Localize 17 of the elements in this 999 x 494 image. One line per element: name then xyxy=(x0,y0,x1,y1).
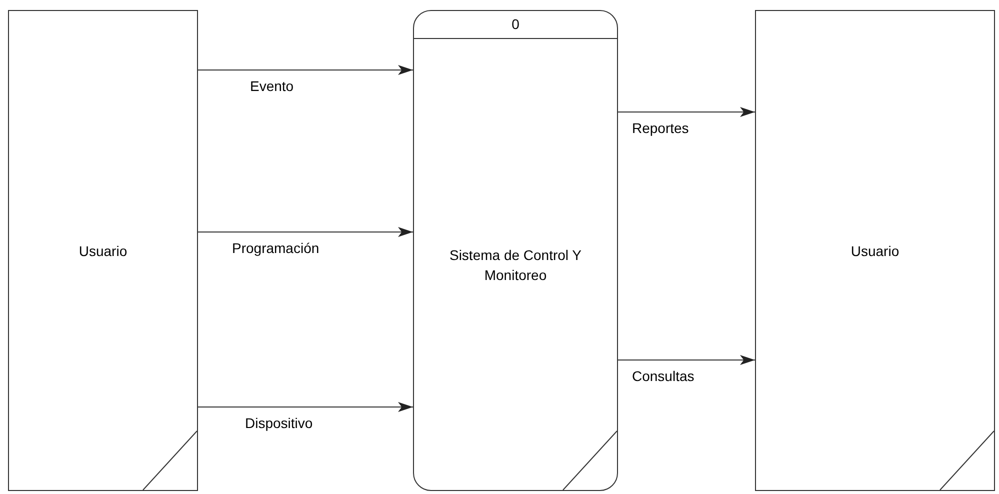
entity-box xyxy=(755,10,995,491)
edge-label: Programación xyxy=(230,240,322,256)
entity-box xyxy=(8,10,198,491)
arrow xyxy=(618,355,756,365)
edge-label: Dispositivo xyxy=(243,415,315,431)
process-number: 0 xyxy=(414,11,617,39)
edge-label: Evento xyxy=(248,78,296,94)
edge-label: Consultas xyxy=(630,368,696,384)
arrow xyxy=(198,227,414,237)
arrow xyxy=(198,65,414,75)
node-label: Usuario xyxy=(850,242,900,260)
arrow xyxy=(618,107,756,117)
process-box xyxy=(413,10,618,491)
node-label: Sistema de Control Y Monitoreo xyxy=(448,246,583,284)
arrow xyxy=(198,402,414,412)
node-label: Usuario xyxy=(78,242,128,260)
edge-label: Reportes xyxy=(630,120,691,136)
